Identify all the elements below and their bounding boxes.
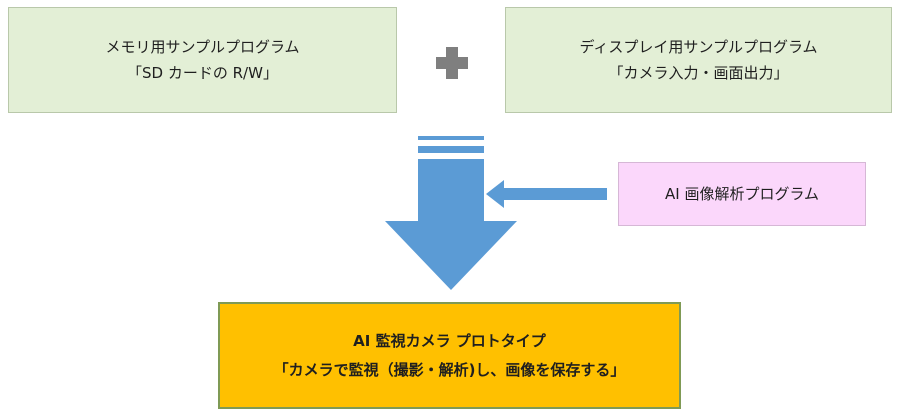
ai-box-label: AI 画像解析プログラム: [664, 184, 819, 203]
ai-camera-prototype-box: AI 監視カメラ プロトタイプ 「カメラで監視（撮影・解析)し、画像を保存する」: [218, 302, 681, 409]
down-arrow-icon: [385, 136, 517, 290]
memory-box-subtitle: 「SD カードの R/W」: [127, 64, 278, 82]
ai-image-analysis-program-box: AI 画像解析プログラム: [618, 162, 866, 226]
left-arrow-icon: [486, 180, 607, 208]
memory-sample-program-box: メモリ用サンプルプログラム 「SD カードの R/W」: [8, 7, 397, 113]
display-box-title: ディスプレイ用サンプルプログラム: [579, 37, 818, 56]
display-box-subtitle: 「カメラ入力・画面出力」: [608, 64, 789, 82]
result-box-subtitle: 「カメラで監視（撮影・解析)し、画像を保存する」: [273, 360, 626, 379]
result-box-title: AI 監視カメラ プロトタイプ: [353, 332, 546, 350]
plus-icon: [436, 47, 468, 79]
display-sample-program-box: ディスプレイ用サンプルプログラム 「カメラ入力・画面出力」: [505, 7, 892, 113]
memory-box-title: メモリ用サンプルプログラム: [105, 37, 300, 56]
